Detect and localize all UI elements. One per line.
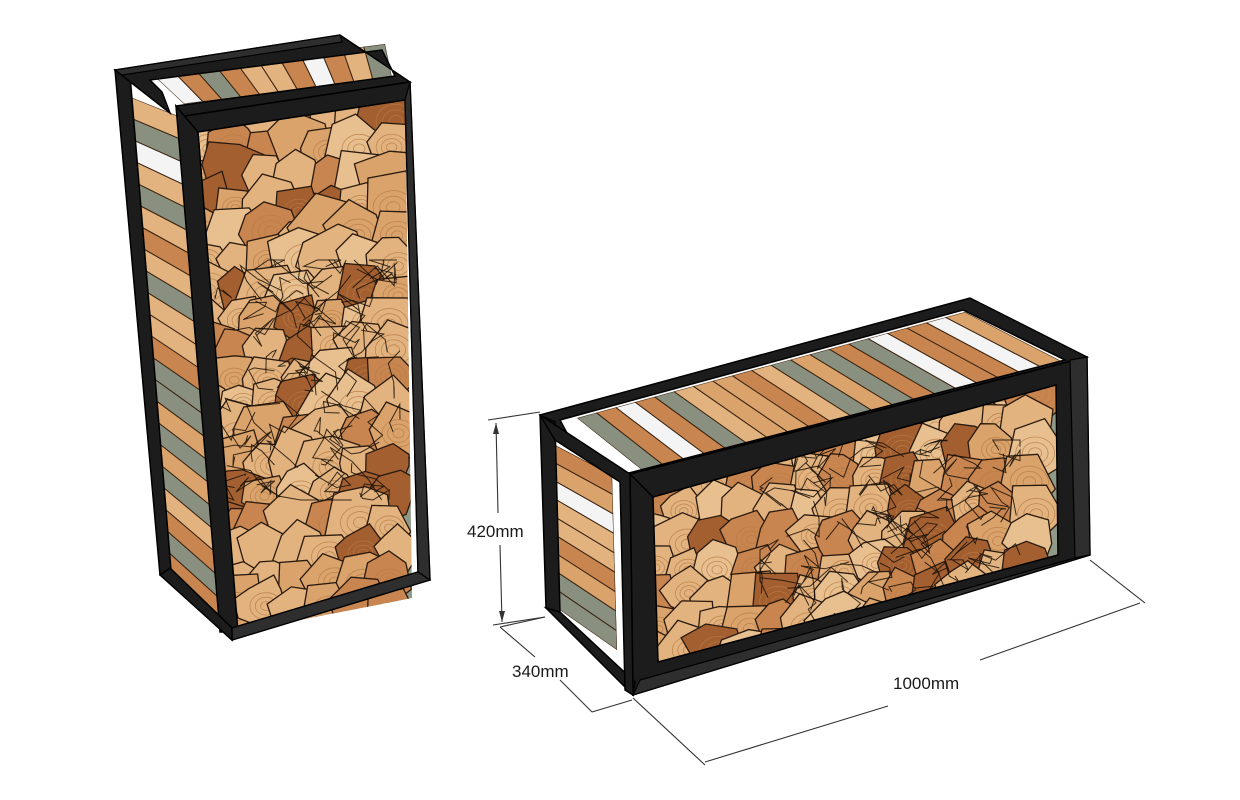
log-end	[1009, 636, 1052, 662]
width-label: 1000mm	[893, 674, 959, 693]
wide-rack-frame	[538, 297, 1091, 697]
log-end	[932, 592, 993, 652]
depth-dimension: 340mm	[499, 616, 633, 713]
log-end	[968, 594, 1034, 651]
tall-rack	[113, 34, 432, 642]
tall-rack-front-logs	[198, 100, 412, 632]
height-dimension: 420mm	[467, 411, 546, 626]
height-label: 420mm	[467, 522, 524, 541]
log-end	[1003, 574, 1053, 621]
dimension-annotations: 420mm 340mm 1000mm	[467, 411, 1146, 766]
wide-rack	[538, 297, 1091, 697]
log-end	[939, 626, 997, 662]
log-end	[814, 631, 875, 662]
depth-label: 340mm	[512, 662, 569, 681]
width-dimension: 1000mm	[632, 559, 1146, 766]
log-end	[848, 636, 894, 662]
tall-rack-frame	[113, 34, 432, 642]
